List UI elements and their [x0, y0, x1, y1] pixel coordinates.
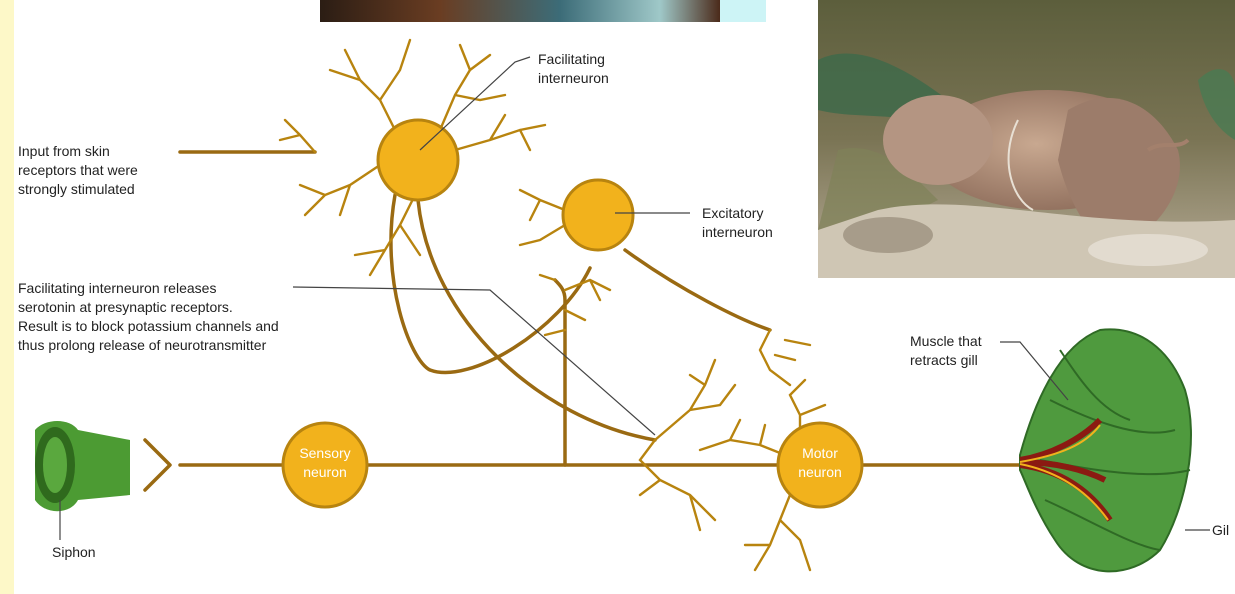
sensory-neuron-label-2: neuron [303, 464, 347, 480]
siphon [35, 421, 130, 511]
motor-neuron-label-1: Motor [802, 445, 838, 461]
siphon-terminals [145, 440, 170, 490]
excitatory-axon [625, 250, 770, 330]
excitatory-interneuron-body [563, 180, 633, 250]
serotonin-release-label: Facilitating interneuron releases seroto… [18, 279, 279, 355]
muscle-label: Muscle that retracts gill [910, 332, 982, 370]
dendrites [280, 40, 825, 570]
facilitating-interneuron-body [378, 120, 458, 200]
siphon-label: Siphon [52, 543, 96, 562]
gill-label: Gil [1212, 521, 1229, 540]
facilitating-interneuron-label: Facilitating interneuron [538, 50, 609, 88]
motor-neuron-label-2: neuron [798, 464, 842, 480]
skin-input-label: Input from skin receptors that were stro… [18, 142, 138, 199]
sensory-neuron-label-1: Sensory [299, 445, 350, 461]
release-leader [293, 287, 655, 435]
gill [1020, 329, 1191, 571]
excitatory-interneuron-label: Excitatory interneuron [702, 204, 773, 242]
